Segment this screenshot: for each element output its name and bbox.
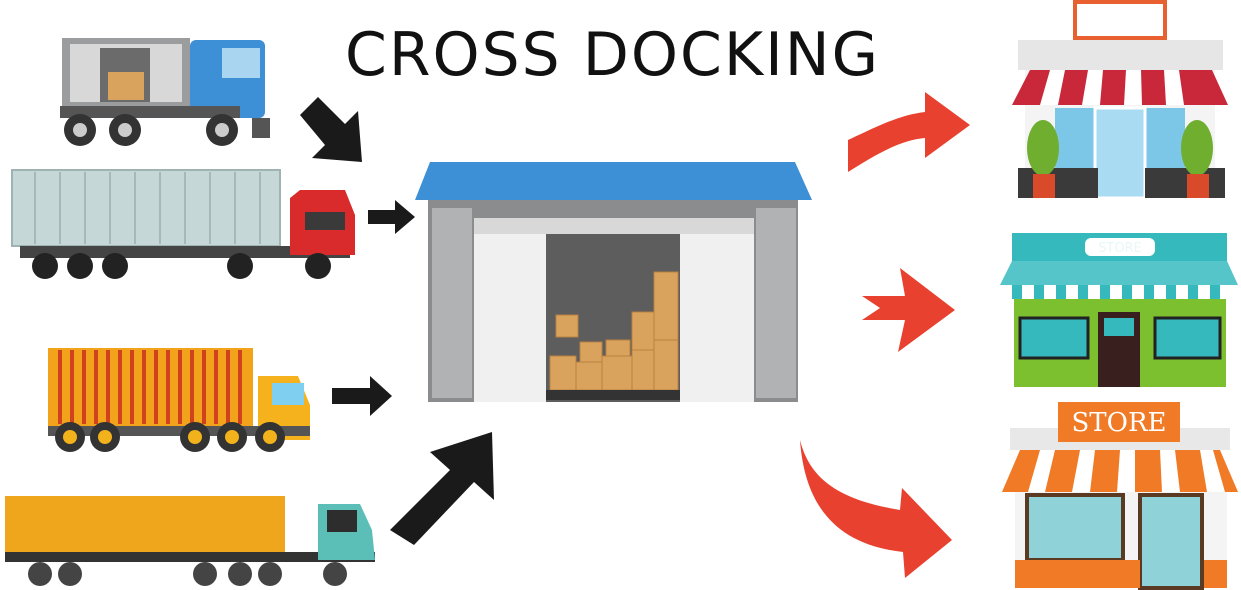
arrow-right-icon — [332, 376, 392, 416]
store-3: STORE — [1002, 402, 1238, 590]
curved-arrow-up-right-icon — [848, 92, 970, 172]
arrow-diagonal-up-icon — [390, 432, 494, 545]
store-sign — [1085, 238, 1155, 256]
store-sign — [1073, 0, 1167, 40]
container-truck-orange — [48, 348, 310, 452]
arrow-right-icon — [368, 200, 415, 234]
outbound-arrows — [800, 92, 970, 578]
diagram-title: CROSS DOCKING — [345, 20, 880, 90]
store-2: STORE — [1000, 233, 1238, 387]
store-sign-text: STORE — [1098, 241, 1142, 256]
semi-truck-red — [11, 169, 355, 279]
store-sign-text: STORE — [1071, 408, 1166, 438]
store-sign — [1058, 402, 1180, 442]
curved-arrow-down-right-icon — [800, 440, 952, 578]
store-1 — [1012, 0, 1228, 200]
warehouse — [415, 162, 812, 402]
semi-truck-teal — [5, 496, 375, 586]
box-truck-blue — [60, 38, 270, 146]
inbound-arrows — [300, 97, 494, 545]
arrow-right-icon — [862, 268, 955, 352]
arrow-diagonal-down-icon — [300, 97, 362, 162]
